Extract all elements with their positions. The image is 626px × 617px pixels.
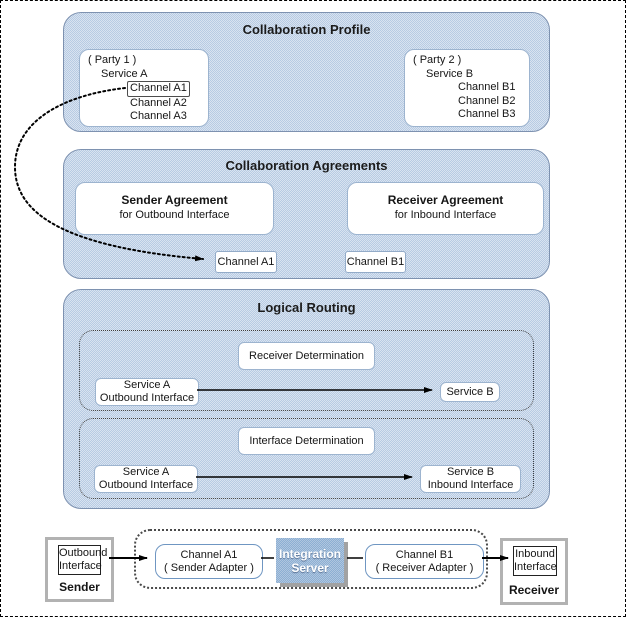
sender-agreement-title: Sender Agreement	[121, 193, 228, 207]
sender-agreement-box: Sender Agreement for Outbound Interface	[75, 182, 274, 235]
party2-channel-1: Channel B1	[458, 81, 516, 93]
agreement-channel-a1-chip: Channel A1	[215, 251, 277, 273]
outbound-interface-box: Outbound Interface	[58, 545, 108, 575]
party1-channel-3: Channel A3	[130, 110, 187, 122]
inbound-interface-box: Inbound Interface	[513, 546, 557, 576]
integration-server-line2: Server	[291, 560, 329, 575]
receiver-determination-group: Receiver Determination Service A Outboun…	[79, 330, 534, 411]
collaboration-agreements-title: Collaboration Agreements	[225, 158, 388, 173]
collaboration-profile-title: Collaboration Profile	[242, 22, 371, 37]
receiver-agreement-title: Receiver Agreement	[387, 193, 504, 207]
party1-label: ( Party 1 )	[88, 54, 137, 66]
receiver-system-box: Inbound Interface Receiver	[500, 538, 568, 605]
channel-b1-adapter-box: Channel B1 ( Receiver Adapter )	[365, 544, 484, 579]
logical-routing-panel: Logical Routing Receiver Determination S…	[63, 289, 550, 509]
sender-system-box: Outbound Interface Sender	[45, 537, 114, 602]
receiver-label: Receiver	[508, 583, 560, 597]
routing1-source-box: Service A Outbound Interface	[95, 378, 199, 406]
collaboration-profile-panel: Collaboration Profile ( Party 1 ) Servic…	[63, 12, 550, 132]
routing2-source-line2: Outbound Interface	[98, 479, 194, 491]
receiver-determination-box: Receiver Determination	[238, 342, 375, 370]
sender-label: Sender	[59, 580, 100, 594]
integration-server-line1: Integration	[279, 546, 341, 561]
party2-label: ( Party 2 )	[413, 54, 462, 66]
routing1-target-box: Service B	[440, 382, 500, 402]
inbound-interface-line2: Interface	[514, 561, 557, 573]
party2-box: ( Party 2 ) Service B Channel B1 Channel…	[404, 49, 530, 127]
channel-b1-adapter-line1: Channel B1	[395, 548, 454, 561]
routing1-source-line1: Service A	[123, 379, 171, 391]
channel-a1-adapter-line1: Channel A1	[180, 548, 238, 561]
party1-service: Service A	[101, 67, 148, 80]
routing2-source-box: Service A Outbound Interface	[94, 465, 198, 493]
receiver-agreement-box: Receiver Agreement for Inbound Interface	[347, 182, 544, 235]
integration-server-group: Channel A1 ( Sender Adapter ) Integratio…	[134, 529, 488, 589]
channel-a1-adapter-line2: ( Sender Adapter )	[164, 561, 254, 574]
receiver-agreement-subtitle: for Inbound Interface	[394, 209, 497, 221]
outbound-interface-line2: Interface	[59, 560, 102, 572]
agreement-channel-b1-chip: Channel B1	[345, 251, 406, 273]
party2-channel-2: Channel B2	[458, 94, 516, 107]
integration-server-box: Integration Server	[276, 538, 344, 583]
channel-a1-adapter-box: Channel A1 ( Sender Adapter )	[155, 544, 263, 579]
collaboration-agreements-panel: Collaboration Agreements Sender Agreemen…	[63, 149, 550, 279]
party1-box: ( Party 1 ) Service A Channel A1 Channel…	[79, 49, 209, 127]
outbound-interface-line1: Outbound	[59, 547, 108, 559]
inbound-interface-line1: Inbound	[515, 548, 555, 560]
routing2-target-box: Service B Inbound Interface	[420, 465, 521, 493]
party2-channel-3: Channel B3	[458, 108, 516, 120]
routing2-target-line2: Inbound Interface	[427, 479, 514, 491]
routing2-target-line1: Service B	[446, 466, 495, 478]
party2-service: Service B	[426, 67, 474, 80]
party1-channel-1: Channel A1	[88, 81, 208, 97]
routing2-source-line1: Service A	[122, 466, 170, 478]
routing1-source-line2: Outbound Interface	[99, 392, 195, 404]
interface-determination-group: Interface Determination Service A Outbou…	[79, 418, 534, 499]
logical-routing-title: Logical Routing	[257, 300, 356, 315]
channel-b1-adapter-line2: ( Receiver Adapter )	[375, 561, 474, 574]
party1-channel-2: Channel A2	[130, 96, 187, 109]
channel-a1-highlight-box: Channel A1	[127, 81, 190, 97]
sender-agreement-subtitle: for Outbound Interface	[119, 209, 230, 221]
interface-determination-box: Interface Determination	[238, 427, 375, 455]
